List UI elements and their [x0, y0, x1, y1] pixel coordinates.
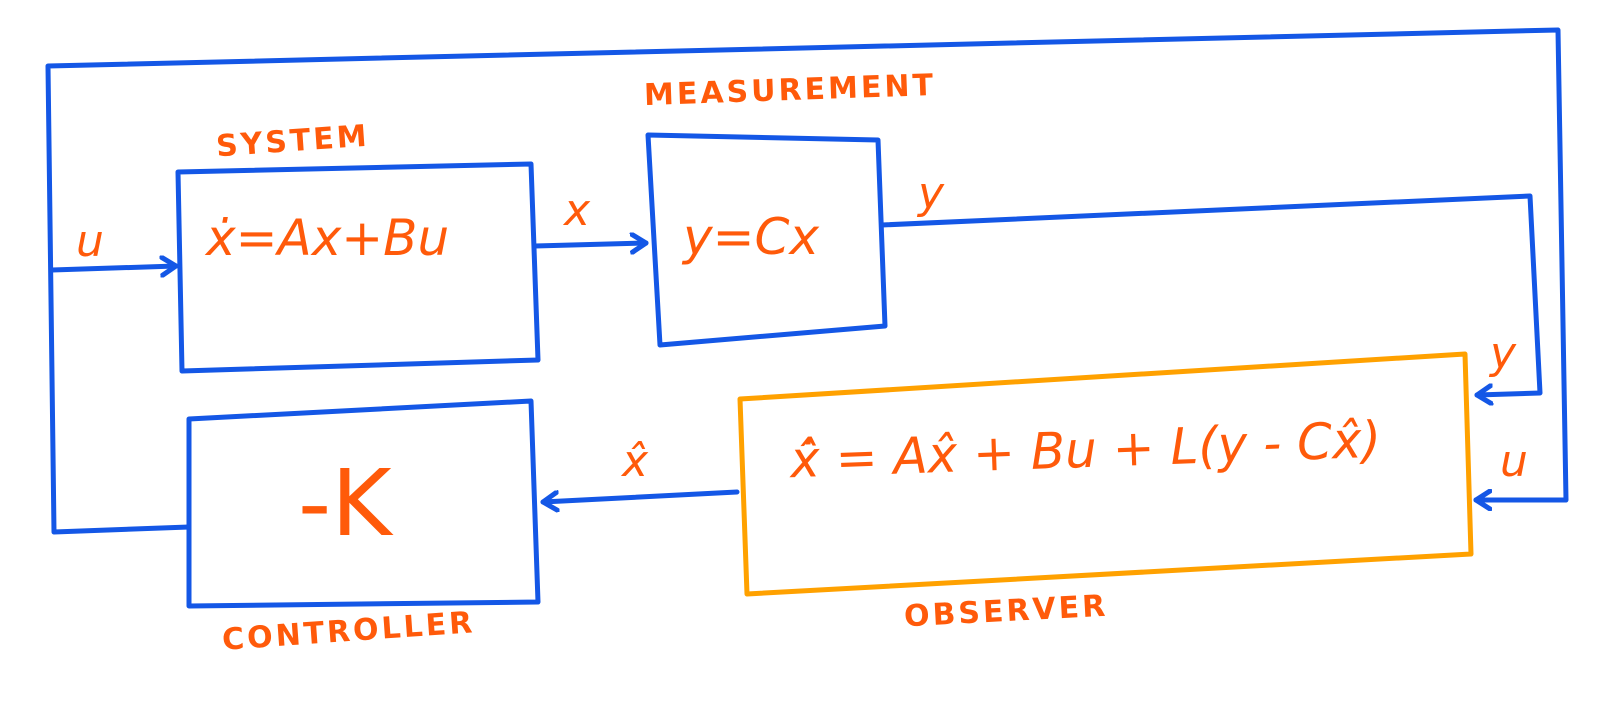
- u-observer-signal-label: u: [1500, 436, 1528, 487]
- controller-to-bus-wire: [45, 27, 1569, 535]
- x-hat-wire: [540, 489, 740, 502]
- system-box: [175, 161, 541, 374]
- controller-box: [186, 398, 541, 609]
- y-signal-label: y: [918, 168, 945, 219]
- u-input-wire: [49, 266, 179, 270]
- x-hat-signal-label: x̂: [622, 436, 649, 487]
- x-signal-label: x: [564, 185, 591, 236]
- u-signal-label: u: [76, 216, 104, 267]
- controller-gain: -K: [298, 450, 392, 557]
- observer-box: [737, 351, 1474, 597]
- y-wire: [879, 193, 1543, 395]
- y-observer-signal-label: y: [1490, 328, 1517, 379]
- system-equation: ẋ=Ax+Bu: [206, 209, 450, 267]
- x-wire: [532, 243, 649, 246]
- measurement-equation: y=Cx: [683, 208, 819, 266]
- measurement-box: [645, 132, 888, 348]
